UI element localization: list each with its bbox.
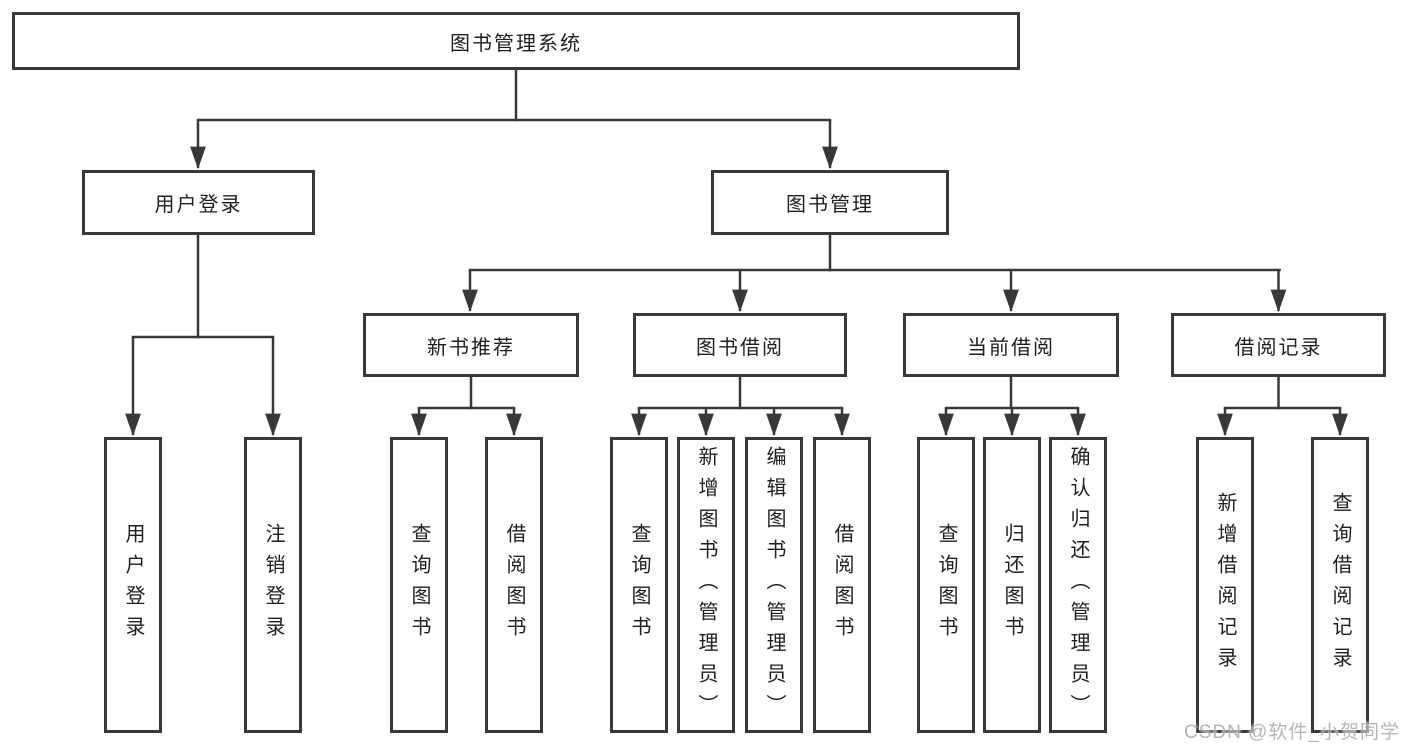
node-label: 图书借阅 [696,336,784,359]
leaf-query-books-borrow: 查询图书 [610,437,668,733]
node-new-book-recommend: 新书推荐 [363,313,579,377]
leaf-label: 归还图书 [1001,523,1023,647]
leaf-borrow-books-recommend: 借阅图书 [485,437,543,733]
leaf-label: 注销登录 [262,523,284,647]
connector-user-login-to-leaves [125,233,281,437]
leaf-label: 查询图书 [628,523,650,647]
connector-current-borrow-to-leaves [938,375,1086,437]
connector-book-management-to-level3 [462,233,1287,313]
leaf-label: 查询图书 [935,523,957,647]
node-label: 借阅记录 [1234,336,1323,359]
node-user-login: 用户登录 [82,170,315,235]
leaf-user-login: 用户登录 [104,437,162,733]
leaf-label: 编辑图书（管理员） [763,445,785,725]
connector-root-to-level2 [190,70,838,170]
leaf-query-books-recommend: 查询图书 [390,437,448,733]
leaf-borrow-books: 借阅图书 [813,437,871,733]
leaf-return-book: 归还图书 [983,437,1041,733]
node-label: 当前借阅 [967,336,1055,359]
node-current-borrow: 当前借阅 [903,313,1119,377]
leaf-logout: 注销登录 [244,437,302,733]
leaf-add-book-admin: 新增图书（管理员） [677,437,735,733]
node-library-management-system: 图书管理系统 [12,12,1020,70]
leaf-query-books-current: 查询图书 [917,437,975,733]
leaf-confirm-return-admin: 确认归还（管理员） [1049,437,1107,733]
connector-borrow-records-to-leaves [1217,375,1348,437]
leaf-add-borrow-record: 新增借阅记录 [1196,437,1254,733]
leaf-edit-book-admin: 编辑图书（管理员） [745,437,803,733]
node-book-management: 图书管理 [711,170,949,235]
leaf-label: 新增借阅记录 [1214,492,1236,678]
leaf-label: 查询借阅记录 [1329,492,1351,678]
leaf-label: 借阅图书 [503,523,525,647]
leaf-label: 确认归还（管理员） [1067,445,1089,725]
node-book-borrow: 图书借阅 [633,313,847,377]
node-label: 新书推荐 [427,336,515,359]
leaf-label: 借阅图书 [831,523,853,647]
csdn-watermark: CSDN @软件_小贺同学 [1184,722,1400,743]
leaf-query-borrow-record: 查询借阅记录 [1311,437,1369,733]
node-label: 图书管理 [786,194,874,216]
node-label: 图书管理系统 [450,32,582,55]
connector-new-book-recommend-to-leaves [411,375,522,437]
leaf-label: 用户登录 [122,523,144,647]
leaf-label: 查询图书 [408,523,430,647]
node-borrow-records: 借阅记录 [1171,313,1386,377]
connector-book-borrow-to-leaves [631,375,850,437]
leaf-label: 新增图书（管理员） [695,445,717,725]
node-label: 用户登录 [154,194,243,216]
